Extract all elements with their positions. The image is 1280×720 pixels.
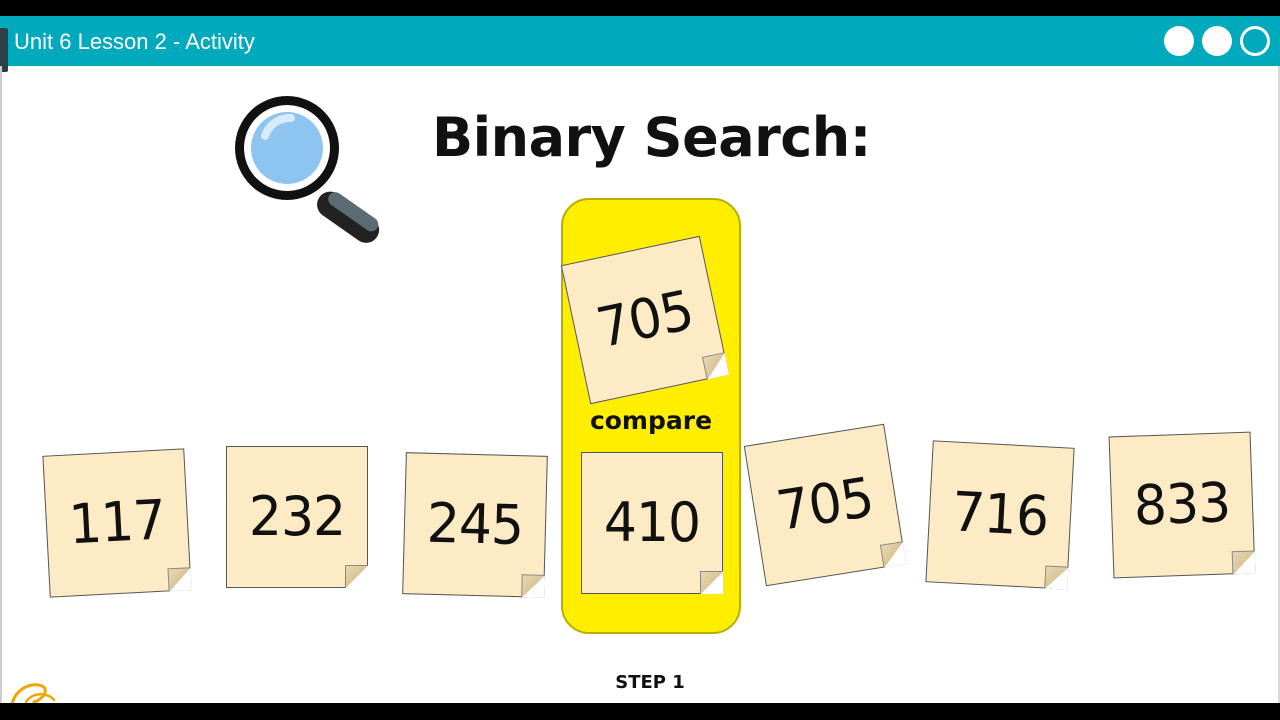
card-5: 716 — [925, 440, 1075, 590]
note-curl — [701, 352, 730, 380]
card-1: 232 — [226, 446, 368, 588]
control-dot-3[interactable] — [1240, 26, 1270, 56]
top-bar: Unit 6 Lesson 2 - Activity — [0, 16, 1280, 66]
card-value: 117 — [67, 489, 167, 557]
left-edge-handle — [0, 28, 8, 72]
search-target-note: 705 — [560, 235, 730, 405]
slide: Unit 6 Lesson 2 - Activity Binary Search… — [0, 16, 1280, 703]
note-curl — [521, 574, 545, 598]
logo-icon — [10, 683, 56, 703]
note-curl — [879, 541, 907, 568]
magnifying-glass-icon — [235, 96, 380, 243]
card-value: 245 — [426, 492, 524, 558]
slide-controls — [1164, 26, 1270, 56]
step-label: STEP 1 — [615, 672, 685, 693]
right-border — [1278, 66, 1280, 703]
card-2: 245 — [402, 452, 548, 598]
card-0: 117 — [42, 448, 192, 598]
note-curl — [345, 565, 368, 588]
card-value: 833 — [1132, 471, 1232, 539]
page-heading: Binary Search: — [432, 106, 871, 169]
note-curl — [167, 567, 192, 592]
card-6: 833 — [1108, 431, 1256, 579]
card-value: 716 — [950, 481, 1050, 549]
card-4: 705 — [743, 423, 907, 587]
card-3: 410 — [581, 452, 723, 594]
card-value: 410 — [603, 491, 701, 555]
left-border — [0, 66, 2, 703]
search-target-value: 705 — [591, 279, 699, 361]
card-value: 232 — [248, 485, 346, 549]
control-dot-2[interactable] — [1202, 26, 1232, 56]
note-curl — [1044, 565, 1069, 590]
note-curl — [1231, 550, 1256, 575]
control-dot-1[interactable] — [1164, 26, 1194, 56]
note-curl — [700, 571, 723, 594]
window-title: Unit 6 Lesson 2 - Activity — [14, 29, 255, 54]
compare-label: compare — [589, 406, 713, 435]
card-value: 705 — [772, 466, 878, 544]
